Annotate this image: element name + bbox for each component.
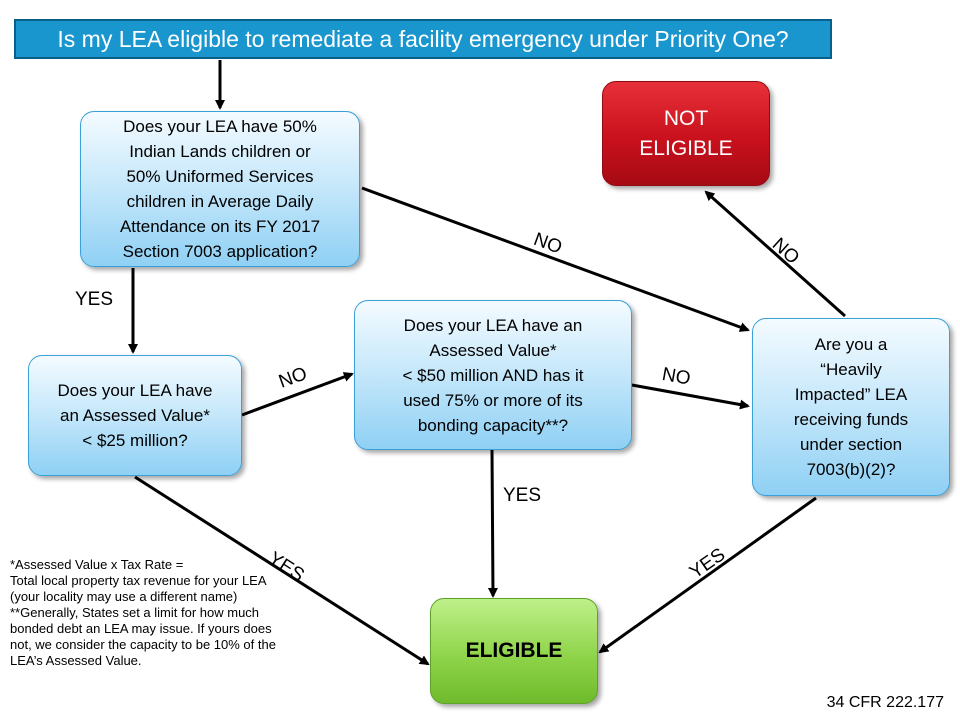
- question-heavily-impacted-lea: Are you a “Heavily Impacted” LEA receivi…: [752, 318, 950, 496]
- citation: 34 CFR 222.177: [826, 694, 944, 711]
- label-q3-yes: YES: [503, 485, 542, 506]
- arrow-q3-yes-to-eligible: [487, 449, 498, 598]
- footnote: *Assessed Value x Tax Rate = Total local…: [10, 557, 276, 668]
- label-q3-no: NO: [660, 364, 693, 390]
- label-q1-yes: YES: [75, 289, 114, 310]
- arrow-q3-no-to-q4: [631, 383, 750, 410]
- page-title: Is my LEA eligible to remediate a facili…: [14, 19, 832, 59]
- arrow-q4-no-to-not-eligible: [704, 190, 846, 318]
- eligible-box: ELIGIBLE: [430, 598, 598, 704]
- arrow-q2-yes-to-eligible: [134, 475, 430, 666]
- arrow-q2-no-to-q3: [241, 372, 354, 417]
- arrow-q1-no-to-q4: [361, 186, 750, 332]
- question-indian-lands-uniformed-services: Does your LEA have 50% Indian Lands chil…: [80, 111, 360, 267]
- arrow-q4-yes-to-eligible: [598, 496, 817, 654]
- question-assessed-value-25-million: Does your LEA have an Assessed Value* < …: [28, 355, 242, 476]
- not-eligible-box: NOT ELIGIBLE: [602, 81, 770, 186]
- question-assessed-value-50-million-bonding: Does your LEA have an Assessed Value* < …: [354, 300, 632, 450]
